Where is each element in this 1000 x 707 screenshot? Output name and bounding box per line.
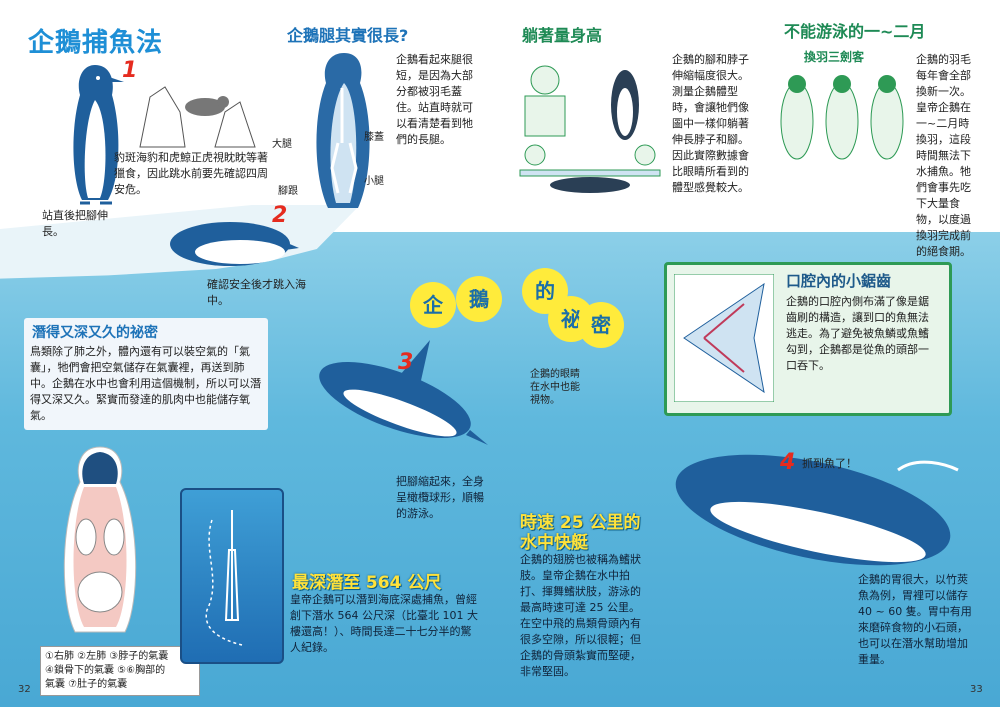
page-number-left: 32 <box>18 684 31 695</box>
speed-title-line-1: 時速 25 公里的 <box>520 513 641 533</box>
title-bubble-5: 密 <box>578 302 624 348</box>
jumping-penguin-illustration <box>170 222 299 266</box>
label-knee: 膝蓋 <box>364 132 384 143</box>
dive-secret-box <box>24 318 268 430</box>
eye-label: 企鵝的眼睛在水中也能視物。 <box>530 369 580 406</box>
standing-penguin-illustration <box>73 65 124 205</box>
depth-title: 最深潛至 564 公尺 <box>292 573 442 593</box>
title-bubble-1: 企 <box>410 282 456 328</box>
dive-title: 潛得又深又久的祕密 <box>32 325 158 341</box>
mouth-serration-illustration <box>674 274 774 402</box>
legend-line-3: 氣囊 ⑦肚子的氣囊 <box>45 679 128 690</box>
air-sac-legend: ①右肺 ②左肺 ③脖子的氣囊 ④鎖骨下的氣囊 ⑤⑥胸部的 氣囊 ⑦肚子的氣囊 <box>40 646 200 696</box>
legend-line-1: ①右肺 ②左肺 ③脖子的氣囊 <box>45 651 169 662</box>
main-title: 企鵝捕魚法 <box>28 28 164 58</box>
measure-title: 躺著量身高 <box>522 26 603 45</box>
depth-diagram <box>180 488 284 664</box>
swimming-penguin-illustration <box>319 340 488 445</box>
speed-title-line-2: 水中快艇 <box>520 533 588 553</box>
step-3-label: 把腳縮起來，全身呈橄欖球形，順暢的游泳。 <box>396 475 484 520</box>
molt-caption: 換羽三劍客 <box>804 50 865 64</box>
step-4-label: 抓到魚了！ <box>802 457 857 470</box>
step-2-label: 確認安全後才跳入海中。 <box>207 278 306 307</box>
penguin-skeleton-illustration <box>316 53 370 208</box>
step-1-label: 站直後把腳伸長。 <box>42 209 108 238</box>
step-1-number: 1 <box>122 58 138 83</box>
molt-title: 不能游泳的一~二月 <box>784 22 926 41</box>
measuring-illustration <box>519 65 661 193</box>
ice-and-seal-illustration <box>139 86 256 148</box>
legs-title: 企鵝腿其實很長? <box>287 26 409 45</box>
molting-penguins-illustration <box>780 75 904 160</box>
measure-text: 企鵝的腳和脖子伸縮幅度很大。測量企鵝體型時，會讓牠們像圖中一樣仰躺著伸長脖子和腳… <box>672 53 749 194</box>
step-1-text: 豹斑海豹和虎鯨正虎視眈眈等著獵食，因此跳水前要先確認四周安危。 <box>114 151 268 196</box>
tower-illustration <box>205 510 243 646</box>
legs-text: 企鵝看起來腿很短，是因為大部分都被羽毛蓋住。站直時就可以看清楚看到牠們的長腿。 <box>396 53 473 146</box>
label-heel: 腳跟 <box>278 186 298 197</box>
page-number-right: 33 <box>970 684 983 695</box>
air-sac-penguin-illustration <box>63 446 137 633</box>
title-bubble-2: 鵝 <box>456 276 502 322</box>
label-shin: 小腿 <box>364 176 384 187</box>
stomach-text: 企鵝的胃很大，以竹莢魚為例，胃裡可以儲存 40 ~ 60 隻。胃中有用來磨碎食物… <box>858 573 972 666</box>
legend-line-2: ④鎖骨下的氣囊 ⑤⑥胸部的 <box>45 665 166 676</box>
label-thigh: 大腿 <box>272 139 292 150</box>
step-3-number: 3 <box>398 350 414 375</box>
depth-text: 皇帝企鵝可以潛到海底深處捕魚，曾經創下潛水 564 公尺深（比臺北 101 大樓… <box>290 593 478 654</box>
catching-fish-penguin-illustration <box>675 454 959 566</box>
step-4-number: 4 <box>780 450 796 475</box>
teeth-title: 口腔內的小鋸齒 <box>786 272 892 290</box>
step-2-number: 2 <box>272 203 288 228</box>
teeth-text: 企鵝的口腔內側布滿了像是鋸齒刷的構造，讓到口的魚無法逃走。為了避免被魚鱗或魚鰭勾… <box>786 295 929 372</box>
dive-text: 鳥類除了肺之外，體內還有可以裝空氣的「氣囊」，牠們會把空氣儲存在氣囊裡，再送到肺… <box>30 345 261 422</box>
speed-text: 企鵝的翅膀也被稱為鰭狀肢。皇帝企鵝在水中拍打、揮舞鰭狀肢，游泳的最高時速可達 2… <box>520 553 641 678</box>
molt-text: 企鵝的羽毛每年會全部換新一次。皇帝企鵝在一~二月時換羽，這段時間無法下水捕魚。牠… <box>916 53 971 258</box>
